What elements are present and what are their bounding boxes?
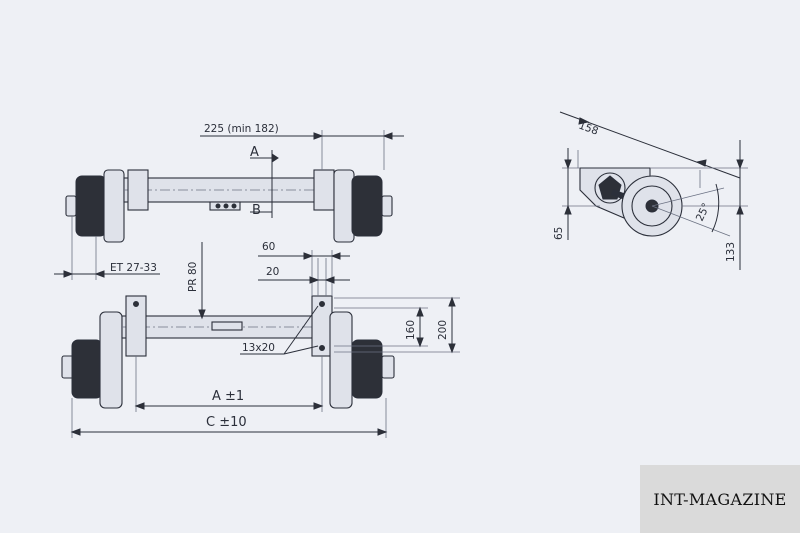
watermark: INT-MAGAZINE [640,465,800,533]
dim-133-label: 133 [725,242,737,262]
side-view: 158 65 133 25° [553,111,748,270]
dim-slot-label: 13x20 [242,342,275,354]
front-view: PR 80 60 20 160 200 13x20 [61,241,460,438]
axle-tube-front [121,295,333,357]
top-view: A B 225 (min 182) ET 27-33 [54,123,404,280]
right-wheel-front [329,311,395,409]
dim-158-label: 158 [577,120,600,138]
section-a-label: A [250,145,259,160]
dim-a-label: A ±1 [212,389,244,404]
dim-et-label: ET 27-33 [110,262,157,274]
axle-tube-top [123,169,335,211]
right-wheel-top [333,169,393,243]
dim-angle-label: 25° [694,201,713,223]
dim-track-label: 225 (min 182) [204,123,279,135]
left-wheel-top [65,169,125,243]
dim-c-label: C ±10 [206,415,247,430]
dim-200-label: 200 [437,320,449,340]
dim-pr-label: PR 80 [187,262,199,292]
dim-65-label: 65 [553,227,565,240]
left-wheel-front [61,311,123,409]
dim-160-label: 160 [405,320,417,340]
dim-20-label: 20 [266,266,279,278]
section-b-label: B [252,203,261,218]
dim-60-label: 60 [262,241,275,253]
